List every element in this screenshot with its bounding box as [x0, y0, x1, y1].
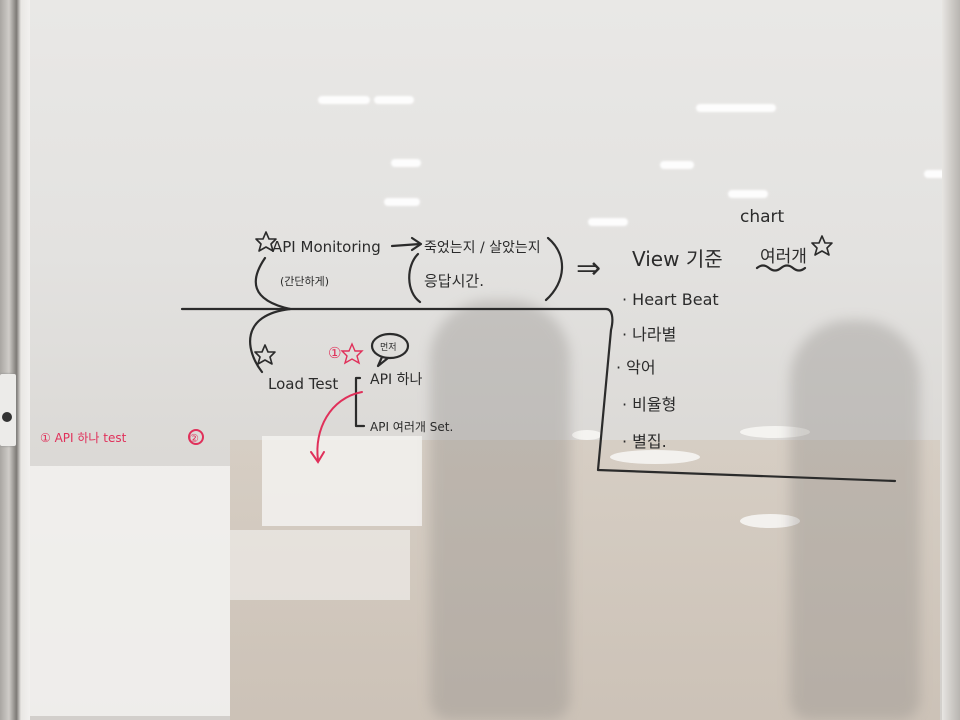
ceiling-light: [374, 96, 414, 104]
response-time: 응답시간.: [424, 272, 484, 290]
ceiling-light: [660, 161, 694, 169]
ceiling-light: [924, 170, 954, 178]
api-multi-label: API 여러개 Set.: [370, 420, 453, 434]
wave-underline: [755, 264, 807, 272]
ceiling-light: [696, 104, 776, 112]
status-line: 죽었는지 / 살았는지: [424, 240, 541, 256]
bracket-left: [408, 252, 422, 304]
star-icon: [254, 344, 276, 365]
ceiling-light: [384, 198, 420, 206]
branch-lower: [249, 307, 292, 374]
reflected-person: [430, 300, 570, 720]
reflected-table: [610, 450, 700, 464]
load-test-bracket: [354, 376, 366, 428]
view-basis: View 기준: [632, 247, 723, 271]
star-icon: [255, 231, 277, 252]
load-test-label: Load Test: [268, 375, 338, 393]
wall-socket: [0, 374, 16, 446]
red-arrow-head: [310, 451, 325, 464]
list-box-line: [288, 307, 897, 483]
red-arrow-curve: [316, 391, 363, 461]
list-item: · 비율형: [622, 395, 676, 414]
star-icon: [811, 235, 833, 256]
left-note-two: ②: [189, 432, 199, 445]
list-item: · 악어: [616, 358, 656, 377]
reflected-table: [572, 430, 602, 440]
reflected-table: [740, 426, 810, 438]
multiple-label: 여러개: [760, 247, 807, 267]
speech-bubble: [370, 332, 410, 360]
reflected-counter: [262, 436, 422, 526]
list-item: · Heart Beat: [622, 290, 719, 309]
list-item: · 별집.: [622, 432, 667, 451]
chart-word: chart: [740, 207, 785, 227]
red-circle-icon: [188, 429, 204, 445]
reflected-person: [790, 320, 920, 720]
circle-one-label: ①: [328, 344, 341, 362]
ceiling-light: [728, 190, 768, 198]
reflected-counter: [30, 466, 230, 716]
api-single-label: API 하나: [370, 372, 422, 388]
api-monitoring-label: API Monitoring: [272, 238, 381, 256]
ceiling-light: [588, 218, 628, 226]
red-star-icon: [340, 342, 364, 365]
arrow-head: [410, 236, 423, 252]
reflected-counter: [230, 530, 410, 600]
api-monitoring-sub: (간단하게): [280, 274, 329, 288]
reflected-table: [740, 514, 800, 528]
ceiling-light: [318, 96, 370, 104]
bracket-right: [544, 236, 564, 302]
arrow-line: [390, 242, 422, 248]
bubble-text: 먼저: [380, 342, 397, 353]
ceiling-light: [391, 159, 421, 167]
list-item: · 나라별: [622, 325, 676, 344]
implies-arrow: ⇒: [576, 251, 601, 286]
board-frame-left: [0, 0, 30, 720]
branch-upper: [254, 256, 292, 311]
left-note: ① API 하나 test: [40, 431, 127, 445]
board-frame-right: [942, 0, 960, 720]
